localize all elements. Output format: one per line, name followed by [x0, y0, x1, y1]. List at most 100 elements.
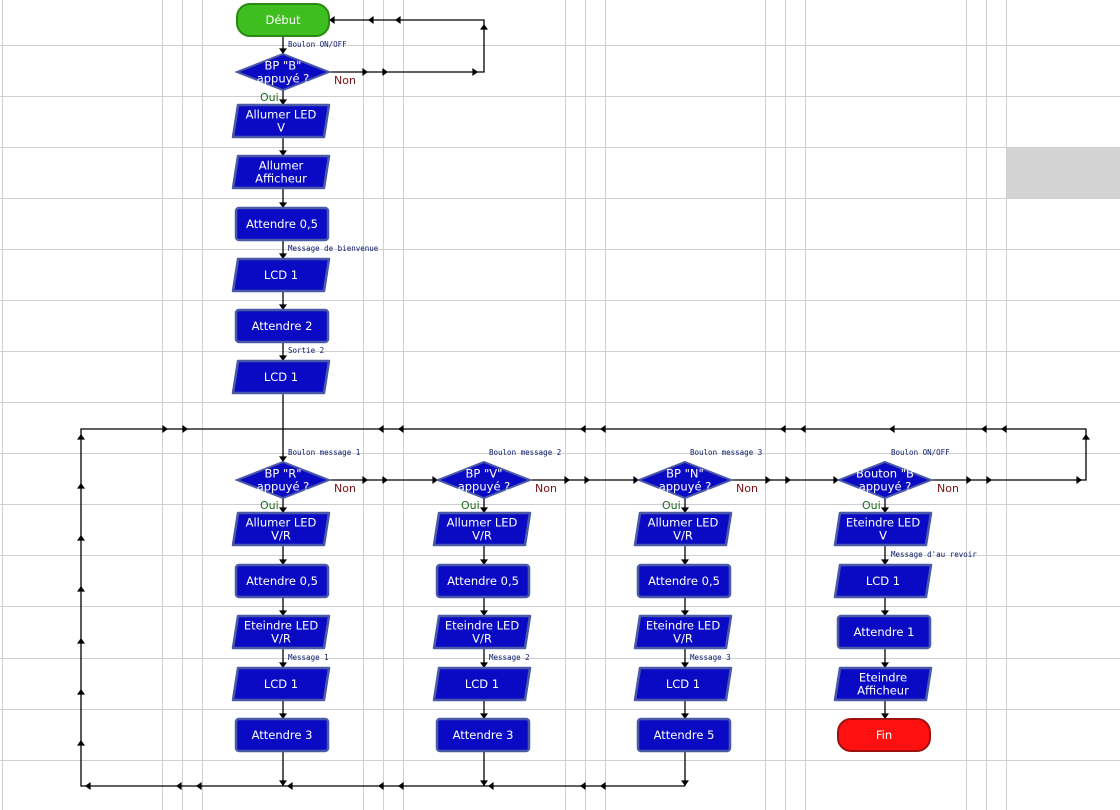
- node-label: LCD 1: [866, 574, 900, 588]
- connector[interactable]: [329, 19, 485, 73]
- connectors: [77, 16, 1090, 790]
- node-label: Attendre 5: [654, 728, 715, 742]
- arrow-head-icon: [279, 150, 287, 156]
- node-label: Afficheur: [857, 684, 909, 698]
- node-r-lcd[interactable]: LCD 1: [231, 666, 331, 702]
- node-r-att05[interactable]: Attendre 0,5: [234, 563, 330, 599]
- arrow-head-icon: [600, 782, 606, 790]
- node-label: BP "V": [466, 467, 503, 481]
- node-r-att3[interactable]: Attendre 3: [234, 717, 330, 753]
- arrow-head-icon: [633, 476, 639, 484]
- process-rect-shape: [234, 206, 330, 242]
- node-attendre-05-a[interactable]: Attendre 0,5: [234, 206, 330, 242]
- node-lcd1-a[interactable]: LCD 1: [231, 257, 331, 293]
- node-attendre-2[interactable]: Attendre 2: [234, 308, 330, 344]
- start-terminal-shape: [236, 3, 330, 37]
- arrow-head-icon: [1076, 476, 1082, 484]
- arrow-head-icon: [681, 713, 689, 719]
- node-off-lcd[interactable]: LCD 1: [833, 563, 933, 599]
- connector[interactable]: [80, 428, 1087, 787]
- branch-label-no: Non: [334, 482, 356, 495]
- io-parallelogram-shape: [833, 563, 933, 599]
- node-label: Attendre 0,5: [246, 217, 318, 231]
- arrow-head-icon: [681, 780, 689, 786]
- arrow-head-icon: [279, 780, 287, 786]
- node-label: V: [879, 529, 887, 543]
- node-off-att1[interactable]: Attendre 1: [836, 614, 932, 650]
- node-dec-v[interactable]: BP "V"appuyé ?: [435, 460, 533, 500]
- node-label: appuyé ?: [659, 480, 712, 494]
- arrow-head-icon: [580, 782, 586, 790]
- process-rect-shape: [435, 563, 531, 599]
- arrow-head-icon: [480, 559, 488, 565]
- node-label: V/R: [472, 632, 492, 646]
- arrow-head-icon: [287, 782, 293, 790]
- node-label: Allumer LED: [246, 108, 317, 122]
- node-dec-b[interactable]: BP "B"appuyé ?: [234, 52, 332, 92]
- arrow-head-icon: [881, 610, 889, 616]
- arrow-head-icon: [1001, 425, 1007, 433]
- node-label: Allumer LED: [246, 516, 317, 530]
- node-label: Attendre 3: [453, 728, 514, 742]
- process-rect-shape: [435, 717, 531, 753]
- arrow-head-icon: [881, 507, 889, 513]
- node-label: Fin: [876, 728, 892, 742]
- node-v-lcd[interactable]: LCD 1: [432, 666, 532, 702]
- node-n-att5[interactable]: Attendre 5: [636, 717, 732, 753]
- node-fin[interactable]: Fin: [837, 718, 931, 752]
- arrow-head-icon: [889, 425, 895, 433]
- branch-label-no: Non: [736, 482, 758, 495]
- arrow-head-icon: [398, 782, 404, 790]
- node-label: Attendre 2: [252, 319, 313, 333]
- io-parallelogram-shape: [633, 614, 733, 650]
- node-label: Attendre 1: [854, 625, 915, 639]
- arrow-head-icon: [432, 476, 438, 484]
- arrow-head-icon: [681, 559, 689, 565]
- node-dec-n[interactable]: BP "N"appuyé ?: [636, 460, 734, 500]
- end-terminal-shape: [837, 718, 931, 752]
- arrow-head-icon: [279, 559, 287, 565]
- edge-label: Sortie 2: [288, 346, 324, 355]
- arrow-head-icon: [329, 16, 335, 24]
- edge-label: Boulon ON/OFF: [891, 448, 950, 457]
- node-lcd1-b[interactable]: LCD 1: [231, 359, 331, 395]
- node-debut[interactable]: Début: [236, 3, 330, 37]
- arrow-head-icon: [279, 355, 287, 361]
- arrow-head-icon: [279, 610, 287, 616]
- node-n-att05[interactable]: Attendre 0,5: [636, 563, 732, 599]
- io-parallelogram-shape: [231, 154, 331, 190]
- process-rect-shape: [636, 717, 732, 753]
- io-parallelogram-shape: [432, 614, 532, 650]
- arrow-head-icon: [279, 662, 287, 668]
- arrow-head-icon: [368, 16, 374, 24]
- arrow-head-icon: [378, 782, 384, 790]
- edge-label: Message 3: [690, 653, 731, 662]
- node-label: LCD 1: [666, 677, 700, 691]
- decision-diamond-shape: [836, 460, 934, 500]
- arrow-head-icon: [488, 782, 494, 790]
- arrow-head-icon: [382, 476, 388, 484]
- branch-label-yes: Oui: [260, 91, 279, 104]
- node-label: Début: [265, 13, 301, 27]
- node-v-att05[interactable]: Attendre 0,5: [435, 563, 531, 599]
- node-dec-r[interactable]: BP "R"appuyé ?: [234, 460, 332, 500]
- arrow-head-icon: [77, 740, 85, 746]
- decision-diamond-shape: [636, 460, 734, 500]
- node-label: appuyé ?: [257, 72, 310, 86]
- node-v-att3[interactable]: Attendre 3: [435, 717, 531, 753]
- node-label: Afficheur: [255, 172, 307, 186]
- arrow-head-icon: [780, 425, 786, 433]
- node-n-lcd[interactable]: LCD 1: [633, 666, 733, 702]
- node-label: Allumer LED: [648, 516, 719, 530]
